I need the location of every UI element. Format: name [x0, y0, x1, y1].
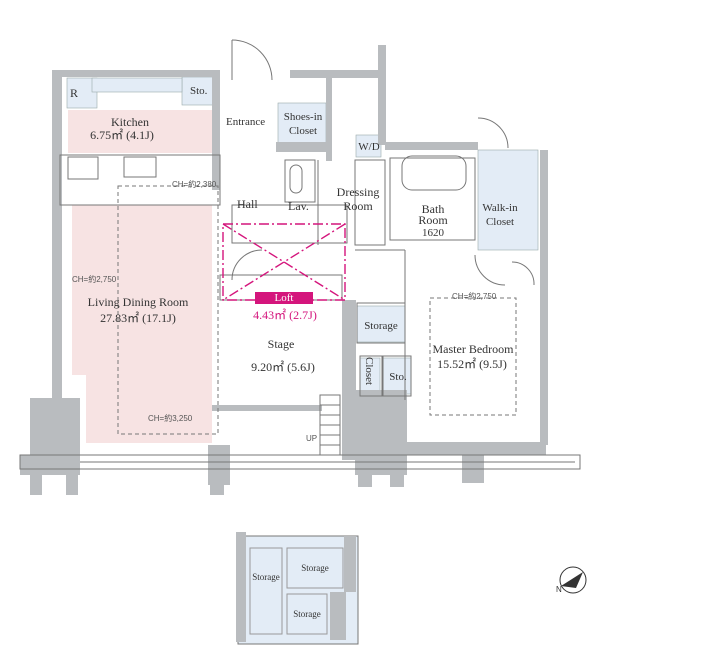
loft-label: Loft: [255, 292, 313, 304]
stair-up-mark: UP: [306, 434, 318, 443]
bath-size: 1620: [422, 227, 444, 239]
stage-ceiling-height: CH=約3,250: [148, 414, 193, 423]
walk-in-closet-line2: Closet: [485, 216, 515, 228]
bath-room-line2: Room: [418, 213, 448, 227]
kitchen-area: 6.75㎡ (4.1J): [90, 128, 154, 142]
inset-storage-left: Storage: [252, 572, 280, 582]
closet-label: Closet: [363, 357, 375, 386]
north-arrow-icon: N: [556, 566, 587, 594]
walk-in-closet-line1: Walk-in: [482, 202, 518, 214]
washer-dryer-label: W/D: [358, 141, 380, 153]
storage-label: Storage: [364, 320, 398, 332]
stage-area: 9.20㎡ (5.6J): [251, 360, 315, 374]
dressing-room-line2: Room: [343, 199, 373, 213]
refrigerator-label: R: [70, 86, 79, 100]
master-bedroom-name: Master Bedroom: [432, 342, 514, 356]
walls: [20, 45, 548, 495]
kitchen-ceiling-height: CH=約2,380: [172, 180, 217, 189]
bath-room-line1: Bath: [421, 202, 445, 216]
shoes-in-closet-line1: Shoes-in: [283, 111, 323, 123]
lavatory-label: Lav.: [288, 199, 309, 213]
kitchen-name: Kitchen: [111, 115, 149, 129]
inset-storage-bottom-right: Storage: [293, 609, 321, 619]
wet-area-tint: [66, 76, 539, 395]
living-area: 27.83㎡ (17.1J): [100, 311, 176, 325]
svg-text:N: N: [556, 585, 562, 594]
outlines: [19, 39, 581, 470]
kitchen-storage-label: Sto.: [190, 85, 208, 97]
dressing-room-line1: Dressing: [336, 185, 380, 199]
inset-storage-plan: [236, 532, 359, 645]
living-zone-tint: [68, 110, 213, 443]
hall-label: Hall: [237, 197, 258, 211]
stage-name: Stage: [267, 337, 295, 351]
bedroom-storage-label: Sto.: [389, 371, 407, 383]
inset-storage-top-right: Storage: [301, 563, 329, 573]
living-name: Living Dining Room: [87, 295, 189, 309]
master-bedroom-area: 15.52㎡ (9.5J): [437, 357, 507, 371]
loft-outline: [222, 223, 346, 301]
shoes-in-closet-line2: Closet: [288, 125, 318, 137]
bedroom-ceiling-height: CH=約2,750: [452, 292, 497, 301]
living-ceiling-height: CH=約2,750: [72, 275, 117, 284]
entrance-label: Entrance: [226, 116, 266, 128]
loft-area: 4.43㎡ (2.7J): [253, 308, 317, 322]
